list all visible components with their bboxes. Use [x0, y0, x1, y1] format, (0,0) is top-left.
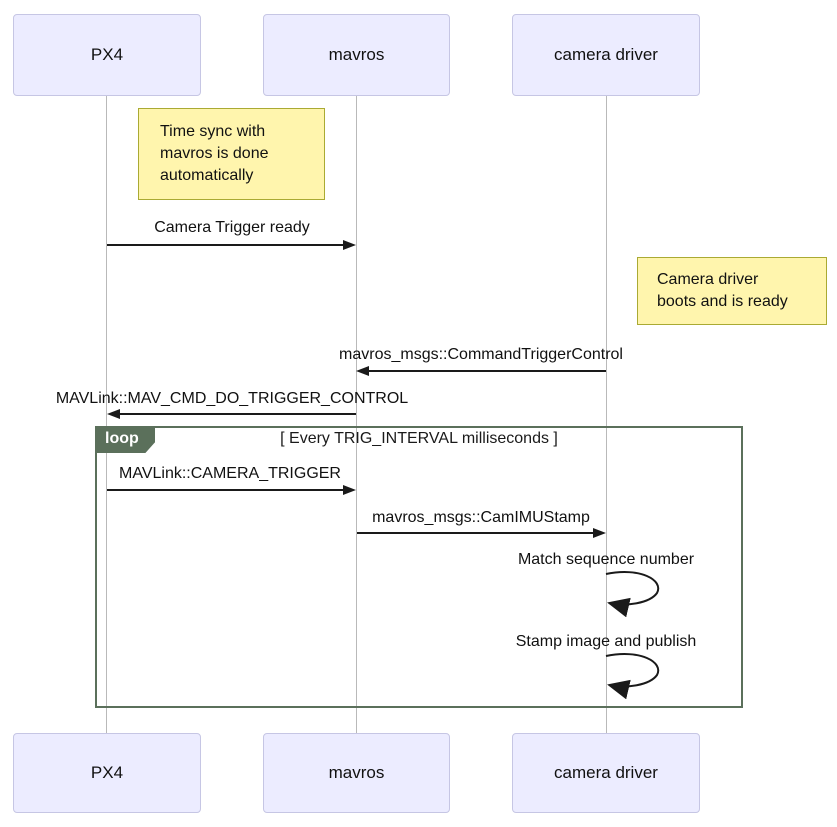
message-camimustamp-line	[357, 532, 593, 534]
participant-label: PX4	[90, 763, 124, 782]
self-message-match-sequence-label: Match sequence number	[517, 551, 695, 568]
arrowhead-left-icon	[107, 409, 120, 419]
message-camimustamp-label: mavros_msgs::CamIMUStamp	[372, 509, 590, 526]
self-message-stamp-publish-label: Stamp image and publish	[515, 633, 697, 650]
arrowhead-right-icon	[593, 528, 606, 538]
lifeline-mavros	[356, 96, 357, 733]
loop-condition: [ Every TRIG_INTERVAL milliseconds ]	[280, 430, 558, 447]
self-loop-arrow-icon	[605, 653, 660, 700]
participant-label: mavros	[328, 763, 385, 782]
message-camera-trigger-ready-line	[107, 244, 343, 246]
participant-label: camera driver	[554, 763, 658, 782]
arrowhead-right-icon	[343, 240, 356, 250]
message-do-trigger-control-line	[120, 413, 356, 415]
message-camera-trigger-label: MAVLink::CAMERA_TRIGGER	[119, 465, 341, 482]
participant-label: PX4	[90, 45, 124, 64]
self-loop-arrow-icon	[605, 571, 660, 618]
note-line: automatically	[160, 167, 254, 184]
message-camera-trigger-ready-label: Camera Trigger ready	[154, 219, 310, 236]
loop-label-tab: loop	[95, 426, 155, 453]
lifeline-px4	[106, 96, 107, 733]
note-line: Camera driver	[657, 271, 759, 288]
participant-camera-driver-bottom: camera driver	[512, 733, 700, 813]
note-time-sync: Time sync with mavros is done automatica…	[138, 108, 325, 200]
note-line: boots and is ready	[657, 293, 788, 310]
note-camera-boot: Camera driver boots and is ready	[637, 257, 827, 325]
message-do-trigger-control-label: MAVLink::MAV_CMD_DO_TRIGGER_CONTROL	[55, 390, 409, 407]
participant-mavros-top: mavros	[263, 14, 450, 96]
note-line: Time sync with	[160, 123, 266, 140]
participant-label: camera driver	[554, 45, 658, 64]
participant-mavros-bottom: mavros	[263, 733, 450, 813]
message-command-trigger-control-line	[369, 370, 606, 372]
loop-frame	[95, 426, 743, 708]
message-command-trigger-control-label: mavros_msgs::CommandTriggerControl	[339, 346, 623, 363]
arrowhead-right-icon	[343, 485, 356, 495]
participant-camera-driver-top: camera driver	[512, 14, 700, 96]
message-camera-trigger-line	[107, 489, 343, 491]
arrowhead-left-icon	[356, 366, 369, 376]
participant-px4-top: PX4	[13, 14, 201, 96]
participant-px4-bottom: PX4	[13, 733, 201, 813]
note-line: mavros is done	[160, 145, 269, 162]
lifeline-camera-driver	[606, 96, 607, 733]
participant-label: mavros	[328, 45, 385, 64]
